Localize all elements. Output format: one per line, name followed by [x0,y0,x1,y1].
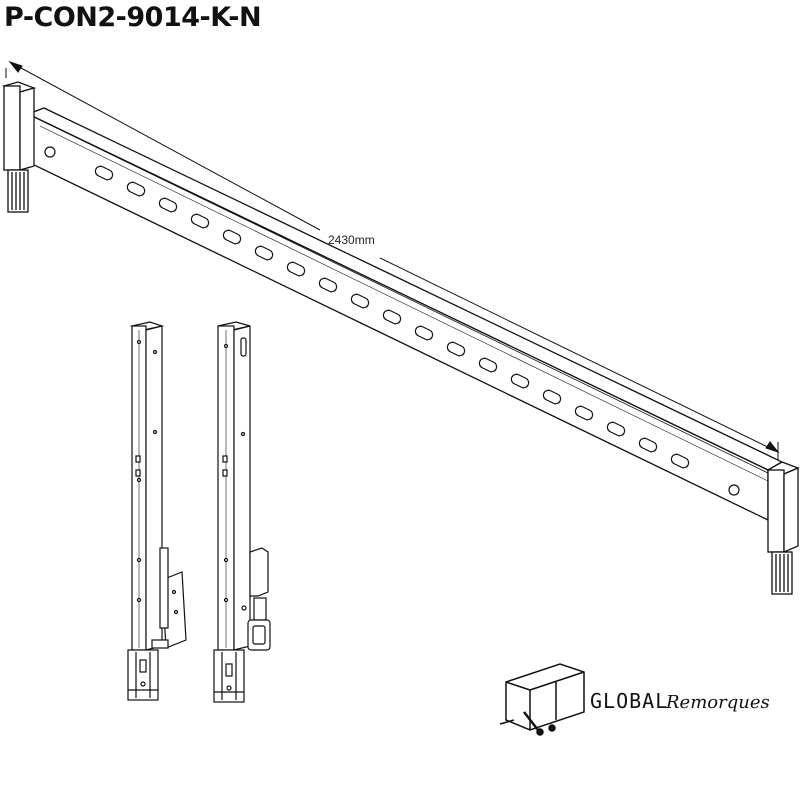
dimension-label: 2430mm [328,233,375,247]
product-code-title: P-CON2-9014-K-N [4,2,262,33]
stanchion-right [213,321,271,703]
logo-text-remorques: Remorques [665,692,770,713]
logo-text-global: GLOBAL [590,689,668,713]
crossbar-slots [44,146,740,496]
trailer-logo-icon [499,663,585,736]
global-remorques-logo: GLOBAL Remorques [499,663,770,736]
right-end-cap [766,461,800,595]
dimension-line [5,60,780,462]
stanchion-left [127,321,187,701]
left-end-cap [1,81,37,213]
